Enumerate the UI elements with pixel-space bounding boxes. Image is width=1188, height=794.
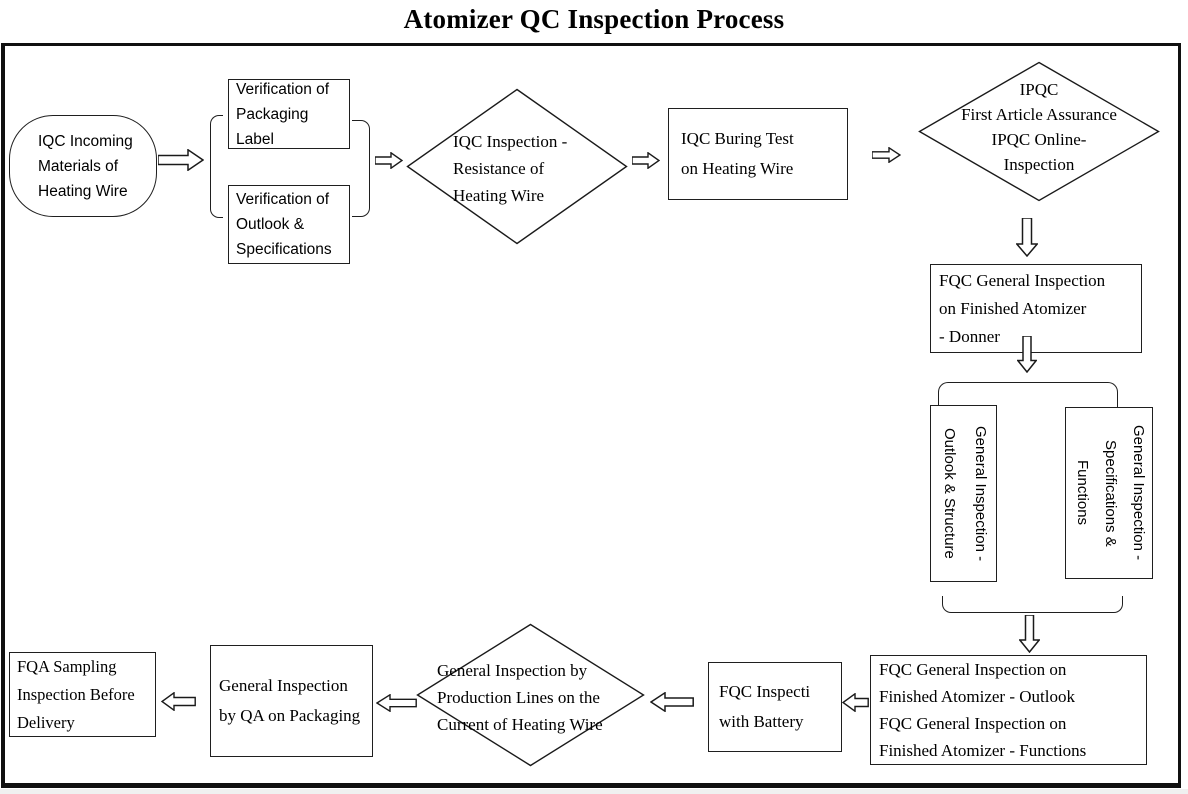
diamond-ipqc	[918, 61, 1160, 207]
node-text-line: on Finished Atomizer	[939, 298, 1087, 318]
node-text-line: Finished Atomizer - Outlook	[879, 687, 1075, 706]
node-text-line: Specifications	[236, 241, 332, 258]
flowchart-frame	[1, 43, 1181, 788]
flow-arrow-down-icon	[1017, 336, 1037, 373]
node-text-line: Delivery	[17, 712, 75, 732]
node-text-line: Finished Atomizer - Functions	[879, 741, 1087, 760]
bracket-merge-connector	[942, 596, 1123, 613]
page-title: Atomizer QC Inspection Process	[403, 4, 785, 34]
node-text-line: General Inspection -	[1130, 425, 1147, 561]
node-ipqc-text: IPQC First Article Assurance IPQC Online…	[928, 77, 1150, 177]
node-text-line: Materials of	[38, 157, 119, 175]
node-text-line: General Inspection	[219, 676, 348, 695]
flow-arrow-down-icon	[1016, 218, 1038, 257]
node-text-line: FQC General Inspection on	[879, 660, 1067, 679]
node-verification-packaging-label: Verification of Packaging Label	[228, 79, 350, 149]
diamond-production-current	[416, 623, 645, 772]
node-text-line: Specifications &	[1102, 439, 1119, 547]
node-text-line: FQC General Inspection	[939, 270, 1106, 290]
node-fqc-inspection-battery: FQC Inspecti with Battery	[708, 662, 842, 752]
node-text-line: First Article Assurance	[961, 105, 1117, 124]
node-text-line: - Donner	[939, 326, 1000, 346]
node-text-line: Resistance of	[453, 159, 545, 178]
node-text-line: General Inspection -	[972, 425, 989, 562]
node-text-line: FQA Sampling	[17, 656, 117, 676]
node-text-line: Current of Heating Wire	[437, 715, 603, 734]
node-iqc-incoming-materials: IQC Incoming Materials of Heating Wire	[9, 115, 157, 217]
bracket-split-connector	[210, 115, 223, 218]
node-general-inspection-specs-functions: General Inspection - Specifications & Fu…	[1065, 407, 1153, 579]
node-fqc-outlook-functions: FQC General Inspection on Finished Atomi…	[870, 655, 1147, 765]
flow-arrow-left-icon	[842, 693, 869, 712]
node-iqc-buring-test: IQC Buring Test on Heating Wire	[668, 108, 848, 200]
node-text-line: Functions	[1074, 460, 1091, 526]
node-text-line: with Battery	[719, 712, 804, 731]
node-text-line: on Heating Wire	[681, 159, 794, 178]
node-text-line: Outlook & Structure	[941, 428, 958, 559]
bracket-merge-connector	[352, 120, 370, 217]
node-text-line: FQC General Inspection on	[879, 714, 1067, 733]
node-text-line: Production Lines on the	[437, 688, 600, 707]
flow-arrow-left-icon	[650, 692, 694, 712]
node-text-line: Packaging Label	[236, 105, 309, 148]
page-margin	[0, 789, 1188, 794]
flow-arrow-right-icon	[158, 149, 204, 171]
node-text-line: Heating Wire	[38, 182, 128, 200]
node-production-current-text: General Inspection by Production Lines o…	[437, 657, 647, 738]
node-text-line: IQC Buring Test	[681, 129, 794, 148]
node-text-line: Outlook &	[236, 216, 305, 233]
flow-arrow-down-icon	[1019, 615, 1040, 653]
bracket-split-connector	[938, 382, 1118, 407]
node-fqa-sampling-delivery: FQA Sampling Inspection Before Delivery	[9, 652, 156, 737]
node-verification-outlook-specs: Verification of Outlook & Specifications	[228, 185, 350, 264]
node-iqc-resistance-text: IQC Inspection - Resistance of Heating W…	[453, 128, 613, 209]
node-text-line: FQC Inspecti	[719, 682, 811, 701]
node-fqc-donner: FQC General Inspection on Finished Atomi…	[930, 264, 1142, 353]
diamond-iqc-resistance	[406, 88, 628, 250]
node-text-line: Inspection	[1003, 155, 1075, 174]
flow-arrow-right-icon	[632, 152, 660, 169]
flow-arrow-left-icon	[161, 692, 196, 711]
node-text-line: IPQC Online-	[991, 130, 1087, 149]
node-text-line: IQC Incoming	[38, 132, 133, 150]
flow-arrow-left-icon	[376, 694, 417, 712]
node-text-line: Verification of	[236, 191, 330, 208]
node-text-line: Heating Wire	[453, 186, 545, 205]
node-text-line: IQC Inspection -	[453, 132, 568, 151]
node-text-line: IPQC	[1019, 80, 1059, 99]
node-text-line: General Inspection by	[437, 661, 588, 680]
flow-arrow-right-icon	[375, 152, 403, 169]
flow-arrow-right-icon	[872, 147, 901, 163]
node-text-line: Inspection Before	[17, 684, 135, 704]
node-general-inspection-outlook-structure: General Inspection - Outlook & Structure	[930, 405, 997, 582]
node-text-line: Verification of	[236, 80, 330, 98]
node-text-line: by QA on Packaging	[219, 706, 361, 725]
node-qa-packaging: General Inspection by QA on Packaging	[210, 645, 373, 757]
